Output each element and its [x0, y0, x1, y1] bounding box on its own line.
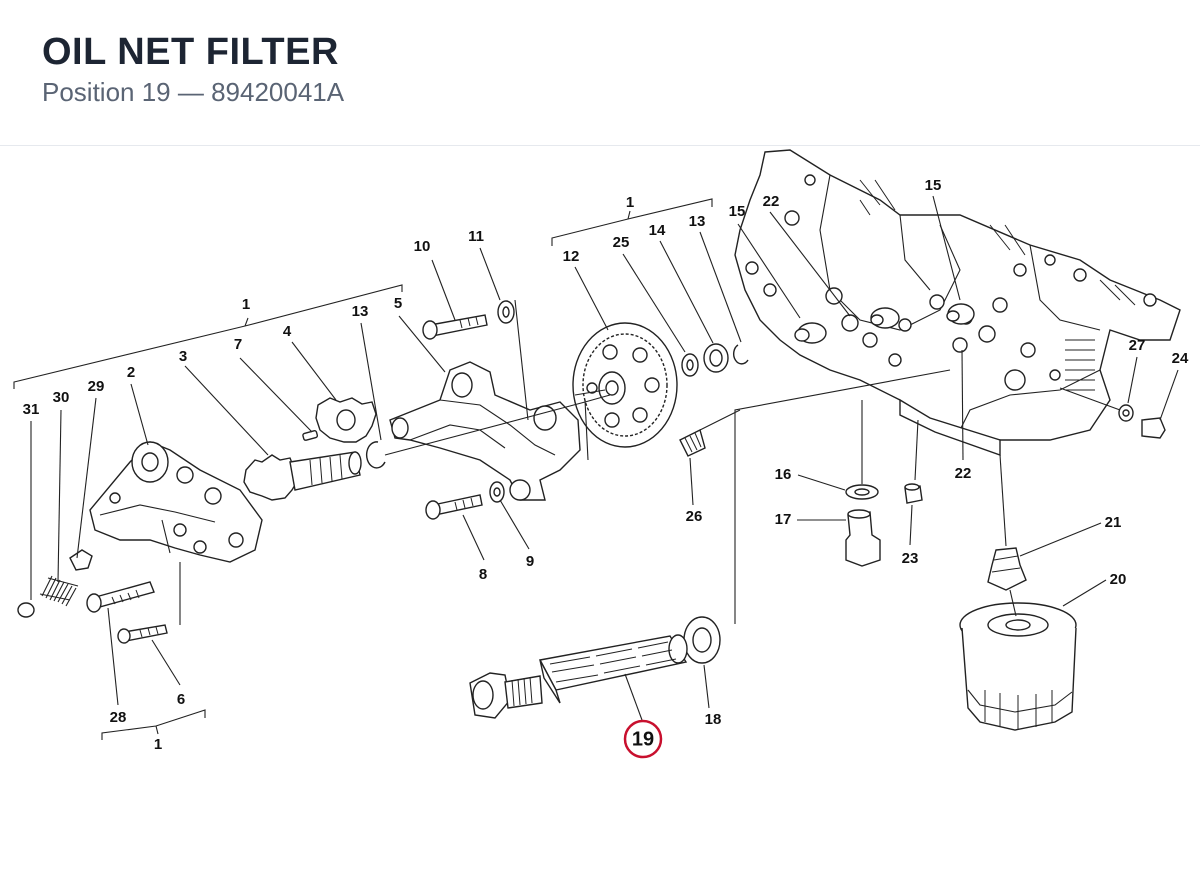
- callout-10: 10: [414, 238, 431, 255]
- relief-valve-spring: [39, 575, 79, 607]
- callout-11: 11: [468, 228, 484, 245]
- callout-28: 28: [110, 709, 127, 726]
- callout-9: 9: [526, 553, 534, 570]
- callout-3: 3: [179, 348, 187, 365]
- callout-18: 18: [705, 711, 722, 728]
- callout-22-bottom: 22: [955, 465, 972, 482]
- circlip-left: [365, 441, 386, 469]
- callout-13-right: 13: [689, 213, 706, 230]
- highlight-ring: [623, 719, 663, 759]
- callout-31: 31: [23, 401, 40, 418]
- plug-17: [845, 509, 881, 567]
- spacer-25: [681, 353, 699, 377]
- washer-16: [845, 484, 879, 500]
- callout-29: 29: [88, 378, 105, 395]
- pump-body: [89, 441, 263, 563]
- washer-9: [489, 481, 505, 503]
- callout-2: 2: [127, 364, 135, 381]
- header-divider: [0, 145, 1200, 146]
- callout-25: 25: [613, 234, 630, 251]
- bolt-8: [425, 494, 483, 520]
- bolt-6: [117, 624, 168, 644]
- callout-7: 7: [234, 336, 242, 353]
- page-subtitle: Position 19 — 89420041A: [42, 77, 345, 107]
- header: OIL NET FILTER Position 19 — 89420041A: [42, 30, 344, 108]
- valve-ball: [69, 549, 93, 571]
- driven-gear: [315, 397, 377, 443]
- callout-5: 5: [394, 295, 402, 312]
- pump-cover: [389, 361, 581, 501]
- callout-1-bottom: 1: [154, 736, 162, 753]
- highlight-callout-19[interactable]: 19: [623, 719, 663, 759]
- callout-17: 17: [775, 511, 792, 528]
- callout-26: 26: [686, 508, 703, 525]
- oil-net-filter: [469, 634, 688, 719]
- callout-8: 8: [479, 566, 487, 583]
- washer-11: [497, 300, 515, 324]
- callout-1-left: 1: [242, 296, 250, 313]
- callout-14: 14: [649, 222, 666, 239]
- plug-24: [1141, 417, 1166, 439]
- page-title: OIL NET FILTER: [42, 31, 339, 73]
- callout-4: 4: [283, 323, 292, 340]
- valve-plug: [17, 602, 35, 618]
- bolt-28: [86, 581, 155, 613]
- callout-16: 16: [775, 466, 792, 483]
- leader-lines: [13, 195, 1179, 740]
- pin: [302, 430, 319, 441]
- callout-22-top: 22: [763, 193, 780, 210]
- bolt-10: [422, 314, 488, 340]
- drive-gear: [243, 451, 362, 501]
- callout-13-left: 13: [352, 303, 369, 320]
- washer-18: [683, 616, 721, 664]
- oil-seal-14: [703, 343, 729, 373]
- oil-filter-cartridge: [959, 602, 1077, 731]
- callout-15-right: 15: [925, 177, 942, 194]
- callout-20: 20: [1110, 571, 1127, 588]
- callout-30: 30: [53, 389, 70, 406]
- circlip-13: [732, 344, 749, 365]
- callout-15-left: 15: [729, 203, 746, 220]
- callout-21: 21: [1105, 514, 1122, 531]
- callout-1-center: 1: [626, 194, 634, 211]
- engine-case: [734, 149, 1181, 456]
- nipple-21: [987, 547, 1027, 591]
- callout-23: 23: [902, 550, 919, 567]
- callout-6: 6: [177, 691, 185, 708]
- washer-27: [1118, 404, 1134, 422]
- callout-27: 27: [1129, 337, 1146, 354]
- callout-19: 19: [632, 728, 654, 750]
- callout-24: 24: [1172, 350, 1189, 367]
- callout-12: 12: [563, 248, 580, 265]
- callout-labels: 1 1 1 2 3 4 5 6 7 8 9 10 11 12 13 13 14 …: [23, 177, 1189, 759]
- part-26: [679, 428, 706, 457]
- screw-23: [904, 483, 923, 504]
- pump-drive-gear: [572, 322, 678, 448]
